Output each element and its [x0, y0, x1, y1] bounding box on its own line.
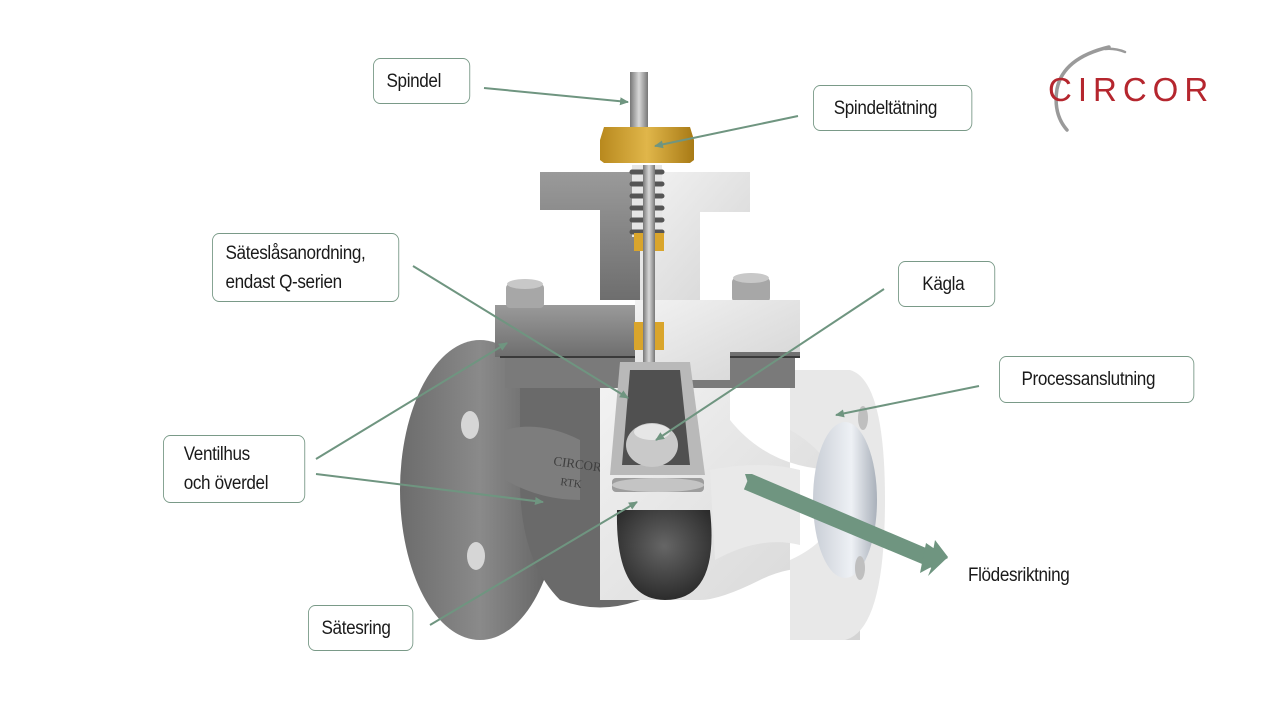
label-processanslutning: Processanslutning	[999, 356, 1195, 403]
leader-sateslasanordning	[412, 265, 629, 399]
label-satesring-text: Sätesring	[321, 617, 391, 639]
flow-direction-label: Flödesriktning	[968, 565, 1070, 586]
leader-kagla	[655, 288, 885, 441]
label-sateslasanordning-text: Säteslåsanordning, endast Q-serien	[225, 242, 366, 293]
label-sateslasanordning: Säteslåsanordning, endast Q-serien	[212, 233, 400, 302]
casting-model: RTK	[560, 476, 583, 491]
logo-swoosh-icon	[1054, 45, 1127, 132]
leader-ventilhus-overdel	[315, 342, 508, 460]
label-spindel: Spindel	[373, 58, 471, 104]
label-kagla-text: Kägla	[922, 273, 965, 295]
label-spindel-text: Spindel	[386, 70, 442, 92]
label-processanslutning-text: Processanslutning	[1021, 369, 1156, 390]
label-spindeltatning-text: Spindeltätning	[833, 97, 938, 119]
leader-satesring	[429, 501, 638, 626]
circor-logo: CIRCOR	[1035, 44, 1245, 134]
leader-ventilhus-hus	[315, 473, 544, 505]
casting-logo: CIRCOR	[553, 453, 603, 475]
logo-wordmark: CIRCOR	[1048, 71, 1215, 108]
label-kagla: Kägla	[898, 261, 996, 307]
label-ventilhus-och-overdel: Ventilhus och överdel	[163, 435, 306, 503]
label-spindeltatning: Spindeltätning	[813, 85, 973, 131]
flow-direction-arrow	[743, 474, 948, 576]
label-satesring: Sätesring	[308, 605, 414, 651]
leader-spindeltatning	[654, 115, 799, 149]
leader-spindel	[483, 87, 629, 106]
leader-processanslutning	[835, 385, 980, 418]
label-ventilhus-text: Ventilhus och överdel	[183, 444, 269, 494]
